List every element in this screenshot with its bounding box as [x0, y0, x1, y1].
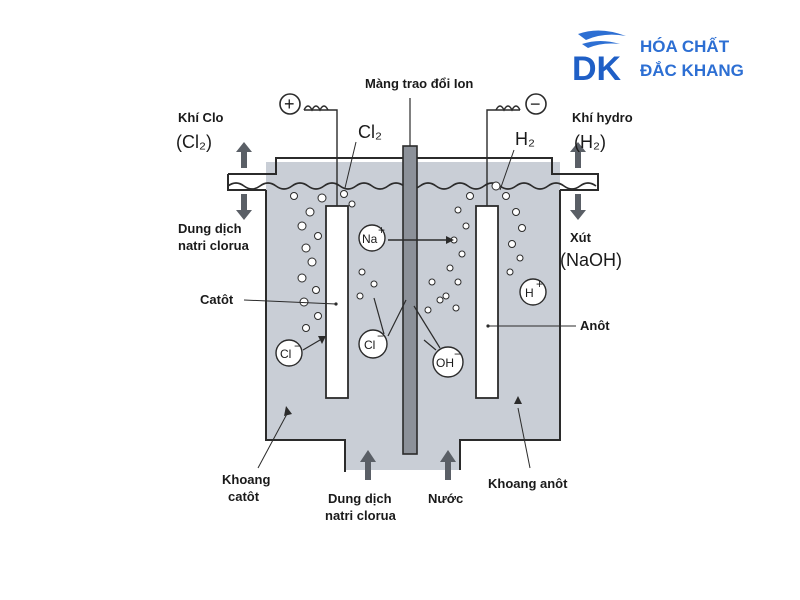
na-arrowhead-icon [446, 236, 454, 244]
cell-lid [227, 157, 599, 191]
soda-label: Xút [570, 230, 592, 245]
membrane-label: Màng trao đổi Ion [365, 76, 473, 91]
negative-sign: − [530, 94, 541, 114]
company-logo: DK HÓA CHẤT ĐẮC KHANG [572, 30, 744, 88]
gas-bubbles [290, 181, 526, 332]
negative-terminal: − [486, 93, 547, 206]
svg-text:−: − [294, 339, 301, 353]
logo-mark: DK [572, 50, 622, 88]
cl-ion-left: Cl − [275, 339, 303, 367]
minus-terminal-icon [525, 93, 547, 115]
cl-left-arrowhead-icon [318, 336, 326, 344]
brine-left-label-2: natri clorua [178, 238, 250, 253]
anode-chamber-label: Khoang anôt [488, 476, 568, 491]
svg-text:Cl: Cl [364, 338, 375, 352]
svg-text:+: + [536, 277, 543, 291]
brine-inlet-label-2: natri clorua [325, 508, 397, 523]
oh-ion: OH − [432, 346, 464, 378]
svg-text:+: + [378, 223, 385, 237]
logo-line-1: HÓA CHẤT [640, 37, 730, 56]
naoh-down-arrow-icon [570, 194, 586, 220]
cl2-out-arrow-icon [236, 142, 252, 168]
negative-coil-icon [495, 105, 521, 112]
svg-text:Cl: Cl [280, 347, 291, 361]
hydrogen-gas-label: Khí hydro [572, 110, 633, 125]
h-ion: H + [519, 277, 547, 306]
soda-formula: (NaOH) [560, 250, 622, 270]
water-inlet-arrow-icon [440, 450, 456, 480]
chlorine-gas-formula: (Cl₂) [176, 132, 212, 152]
cathode-label: Catôt [200, 292, 234, 307]
h2-out-arrow-icon [570, 142, 586, 168]
cathode-chamber-label-2: catôt [228, 489, 260, 504]
logo-line-2: ĐẮC KHANG [640, 61, 744, 80]
chlorine-gas-label: Khí Clo [178, 110, 224, 125]
anode-chamber-pointer-icon [514, 396, 522, 404]
positive-terminal: + [279, 93, 338, 206]
h2-electrode-label: H₂ [515, 129, 535, 149]
logo-swoosh-icon [578, 30, 626, 48]
positive-coil-icon [303, 105, 329, 112]
svg-text:H: H [525, 286, 534, 300]
plus-terminal-icon [279, 93, 301, 115]
ion-exchange-membrane [402, 145, 418, 455]
brine-left-label-1: Dung dịch [178, 221, 242, 236]
cell-walls [265, 190, 561, 470]
svg-text:OH: OH [436, 356, 454, 370]
cl2-electrode-label: Cl₂ [358, 122, 382, 142]
brine-down-arrow-icon [236, 194, 252, 220]
positive-sign: + [284, 94, 295, 114]
svg-text:−: − [377, 329, 384, 343]
anode-label: Anôt [580, 318, 610, 333]
cl-ion-middle: Cl − [358, 329, 388, 359]
brine-inlet-label-1: Dung dịch [328, 491, 392, 506]
water-inlet-label: Nước [428, 491, 463, 506]
anode-electrode [475, 205, 499, 399]
cathode-chamber-label-1: Khoang [222, 472, 270, 487]
svg-text:−: − [454, 347, 461, 361]
svg-text:Na: Na [362, 232, 378, 246]
brine-inlet-arrow-icon [360, 450, 376, 480]
na-ion: Na + [358, 223, 386, 252]
hydrogen-gas-formula: (H₂) [574, 132, 606, 152]
cathode-chamber-pointer-icon [284, 406, 292, 416]
cathode-electrode [325, 205, 349, 399]
